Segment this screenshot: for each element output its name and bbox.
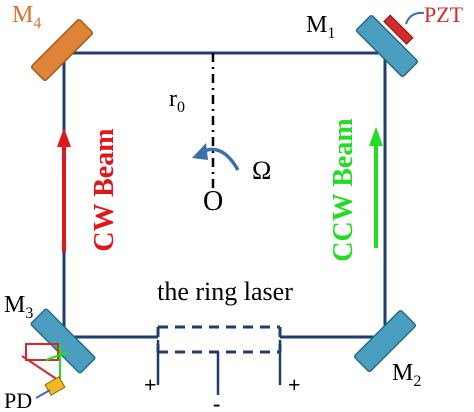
pzt-actuator [383, 14, 414, 45]
cw-beam-arrowhead [57, 128, 71, 147]
photodetector-label: PD [4, 388, 32, 412]
mirror-m3 [30, 308, 96, 374]
laser-cavity-frame [62, 51, 387, 339]
red-beam-path [21, 355, 59, 381]
pzt-leader-line [405, 11, 425, 25]
ccw-beam-label: CCW Beam [328, 118, 359, 261]
photodetector [44, 376, 66, 396]
electrodes [156, 340, 282, 395]
mirror-m2 [353, 309, 417, 373]
plus-left-label: + [144, 372, 157, 397]
pd-leader-line [35, 389, 51, 399]
ring-laser-label: the ring laser [157, 277, 293, 306]
ccw-beam-arrowhead [369, 127, 383, 146]
radius-label: r0 [169, 86, 185, 116]
pzt-label: PZT [424, 2, 464, 27]
mirror-m2-label: M2 [392, 360, 421, 390]
rotation-arrowhead [192, 143, 208, 160]
mirror-m1-label: M1 [306, 12, 335, 42]
minus-label: - [213, 391, 220, 412]
gain-tube [156, 325, 282, 354]
mirror-m1 [355, 14, 419, 78]
mirror-m4 [30, 18, 94, 82]
plus-right-label: + [288, 372, 301, 397]
mirror-m3-label: M3 [4, 292, 33, 322]
center-label: O [203, 186, 223, 217]
rotation-label: Ω [252, 156, 271, 185]
mirror-m4-label: M4 [12, 2, 41, 32]
combiner-prism [25, 343, 59, 361]
green-beam-split [45, 351, 69, 361]
cw-beam-label: CW Beam [89, 128, 120, 251]
